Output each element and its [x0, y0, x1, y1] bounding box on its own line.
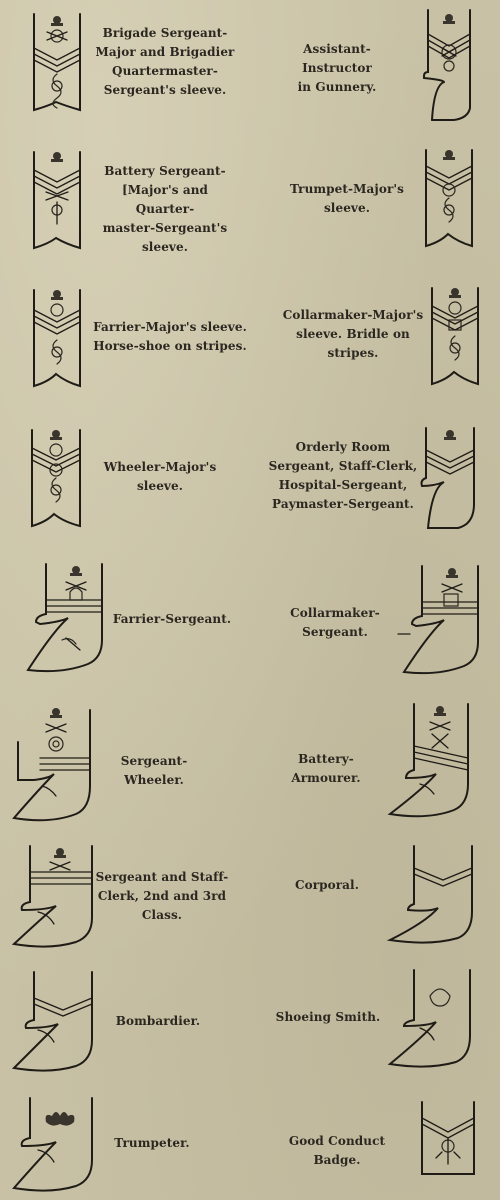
caption-line: Major and Brigadier	[95, 45, 235, 59]
caption-line: Brigade Sergeant-	[102, 26, 228, 40]
caption-line: master-Sergeant's	[102, 221, 228, 235]
sergeant-wheeler-sleeve-illustration	[12, 708, 91, 822]
shoeing-smith-sleeve-illustration	[387, 969, 471, 1068]
good-conduct-badge-illustration	[421, 1101, 475, 1175]
caption-trumpeter: Trumpeter.	[104, 1134, 200, 1153]
caption-collarmaker-sergeant: Collarmaker- Sergeant.	[272, 604, 398, 642]
caption-line: Battery-Armourer.	[291, 752, 361, 785]
wheeler-major-sleeve-illustration	[31, 429, 81, 528]
caption-corporal: Corporal.	[282, 876, 372, 895]
caption-line: Sergeant's sleeve.	[103, 83, 227, 97]
collarmaker-sergeant-sleeve-illustration	[397, 565, 479, 675]
caption-line: stripes.	[327, 346, 379, 360]
caption-line: Orderly Room	[295, 440, 391, 454]
caption-line: Paymaster-Sergeant.	[272, 497, 414, 511]
caption-wheeler-major: Wheeler-Major's sleeve.	[100, 458, 220, 496]
farrier-major-sleeve-illustration	[33, 289, 81, 388]
caption-line: Wheeler-Major's	[103, 460, 217, 474]
caption-line: Sergeant.	[302, 625, 368, 639]
caption-farrier-sergeant: Farrier-Sergeant.	[112, 610, 232, 629]
bombardier-sleeve-illustration	[11, 971, 93, 1072]
caption-line: Bombardier.	[115, 1014, 201, 1028]
caption-line: sleeve. Bridle on	[296, 327, 410, 341]
caption-line: Battery Sergeant-	[104, 164, 226, 178]
caption-brigade-sergeant-major: Brigade Sergeant- Major and Brigadier Qu…	[92, 24, 238, 100]
caption-line: in Gunnery.	[297, 80, 377, 94]
caption-line: Assistant-Instructor	[302, 42, 372, 75]
caption-line: Farrier-Sergeant.	[112, 612, 232, 626]
caption-line: Trumpeter.	[114, 1136, 190, 1150]
caption-line: Sergeant-Wheeler.	[120, 754, 188, 787]
caption-line: Hospital-Sergeant,	[278, 478, 408, 492]
caption-line: Shoeing Smith.	[275, 1010, 381, 1024]
caption-orderly-room: Orderly Room Sergeant, Staff-Clerk, Hosp…	[268, 438, 418, 514]
caption-battery-armourer: Battery-Armourer.	[264, 750, 388, 788]
caption-line: Sergeant, Staff-Clerk,	[268, 459, 418, 473]
caption-line: Clerk, 2nd and 3rd	[97, 889, 227, 903]
caption-line: sleeve.	[136, 479, 184, 493]
caption-assistant-instructor: Assistant-Instructor in Gunnery.	[272, 40, 402, 97]
caption-line: sleeve.	[141, 240, 189, 254]
caption-good-conduct-badge: Good Conduct Badge.	[264, 1132, 410, 1170]
brigade-sergeant-major-sleeve-illustration	[33, 13, 81, 112]
battery-armourer-sleeve-illustration	[387, 703, 469, 818]
farrier-sergeant-sleeve-illustration	[26, 563, 103, 673]
caption-trumpet-major: Trumpet-Major's sleeve.	[284, 180, 410, 218]
collarmaker-major-sleeve-illustration	[431, 287, 479, 386]
caption-line: Collarmaker-Major's	[282, 308, 424, 322]
caption-line: Corporal.	[294, 878, 359, 892]
sergeant-staff-clerk-sleeve-illustration	[11, 845, 93, 948]
caption-line: Class.	[141, 908, 183, 922]
caption-battery-sergeant-major: Battery Sergeant- [Major's and Quarter- …	[92, 162, 238, 257]
caption-line: Trumpet-Major's	[289, 182, 404, 196]
caption-collarmaker-major: Collarmaker-Major's sleeve. Bridle on st…	[280, 306, 426, 363]
assistant-instructor-sleeve-illustration	[423, 9, 471, 121]
caption-line: Collarmaker-	[290, 606, 380, 620]
caption-line: Quartermaster-	[112, 64, 218, 78]
caption-line: Good Conduct Badge.	[288, 1134, 386, 1167]
caption-bombardier: Bombardier.	[110, 1012, 206, 1031]
trumpeter-sleeve-illustration	[12, 1097, 93, 1192]
caption-shoeing-smith: Shoeing Smith.	[272, 1008, 384, 1027]
caption-farrier-major: Farrier-Major's sleeve. Horse-shoe on st…	[90, 318, 250, 356]
caption-sergeant-wheeler: Sergeant-Wheeler.	[98, 752, 210, 790]
corporal-sleeve-illustration	[386, 845, 473, 944]
caption-line: Sergeant and Staff-	[95, 870, 229, 884]
trumpet-major-sleeve-illustration	[425, 149, 473, 248]
orderly-room-sleeve-illustration	[420, 427, 475, 529]
battery-sergeant-major-sleeve-illustration	[33, 151, 81, 250]
caption-line: sleeve.	[323, 201, 371, 215]
caption-line: Horse-shoe on stripes.	[93, 339, 247, 353]
caption-sergeant-staff-clerk: Sergeant and Staff- Clerk, 2nd and 3rd C…	[94, 868, 230, 925]
caption-line: [Major's and Quarter-	[121, 183, 209, 216]
caption-line: Farrier-Major's sleeve.	[93, 320, 247, 334]
